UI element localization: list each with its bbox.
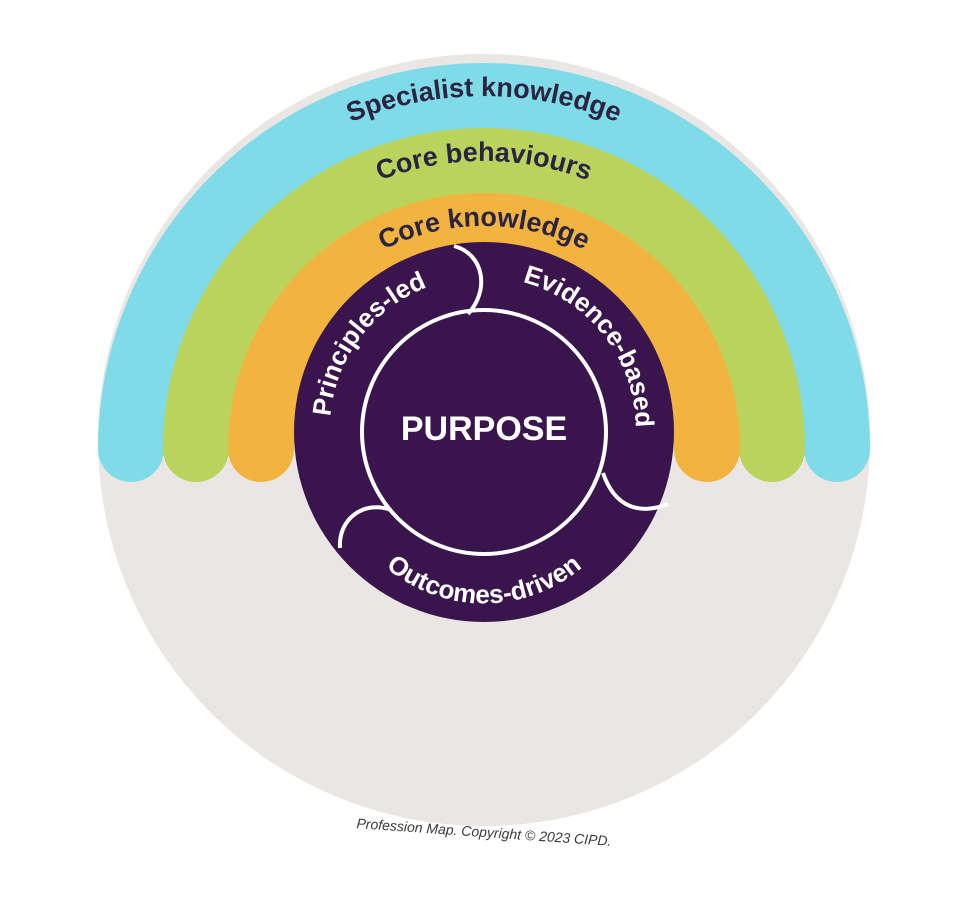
specialist-knowledge-band [98,63,870,482]
divider-left [337,505,392,549]
divider-top [453,244,484,316]
core-knowledge-band [228,193,740,482]
divider-right [601,472,669,511]
core-behaviours-band [163,128,805,482]
purpose-ring [360,308,608,556]
core-disc [294,242,674,622]
purpose-label: PURPOSE [401,410,567,448]
